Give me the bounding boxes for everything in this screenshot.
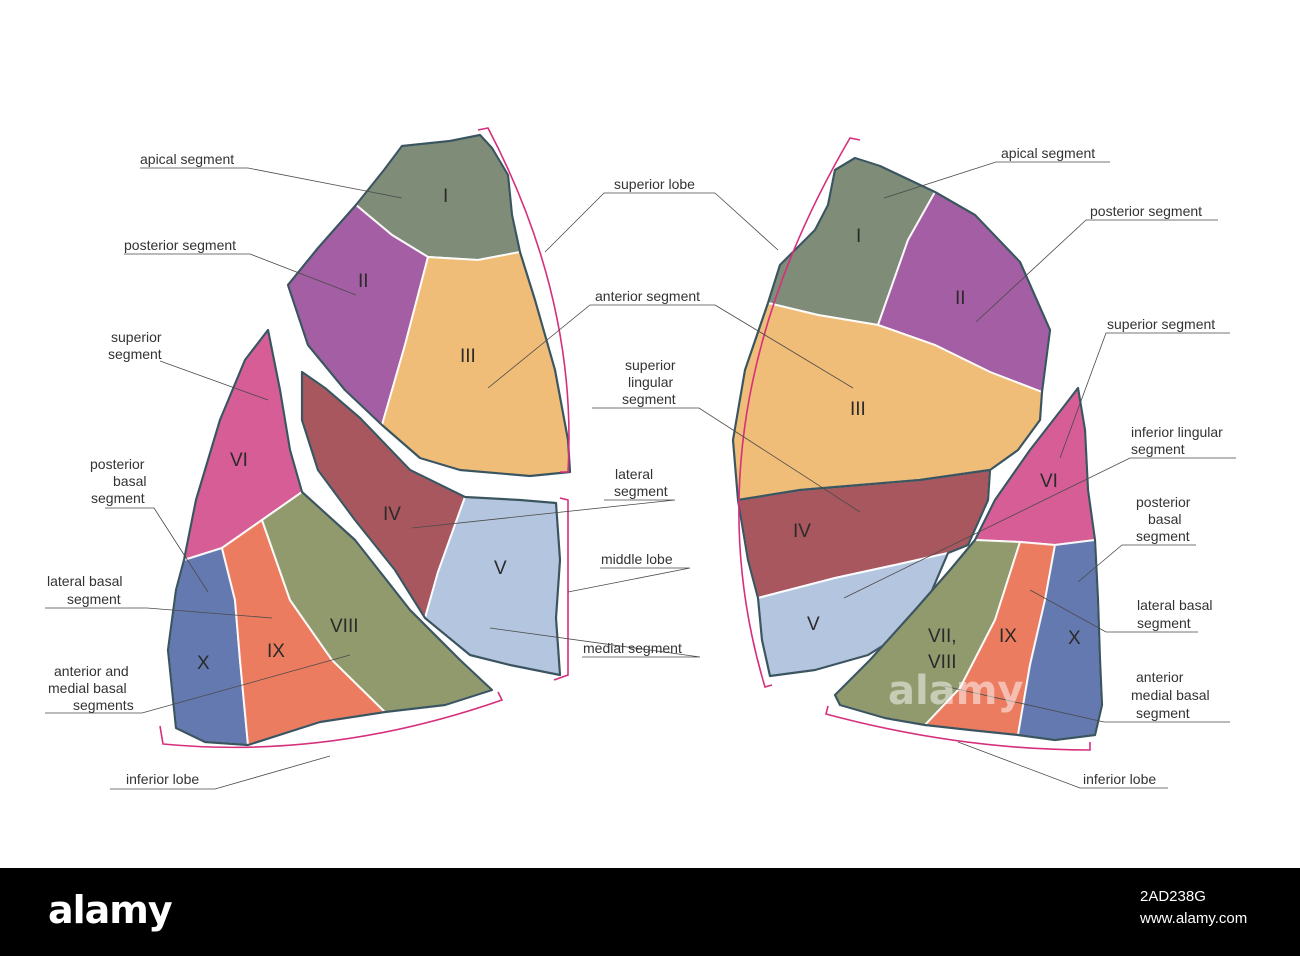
label-superior-segment-left-1: superior bbox=[111, 329, 162, 345]
label-IX-right: IX bbox=[999, 626, 1017, 647]
label-posterior-basal-left-1: posterior bbox=[90, 456, 145, 472]
label-lateral-basal-left-1: lateral basal bbox=[47, 573, 123, 589]
label-IX-left: IX bbox=[267, 641, 285, 662]
label-VI-right: VI bbox=[1040, 471, 1058, 492]
label-inferior-lingular-1: inferior lingular bbox=[1131, 424, 1223, 440]
label-lateral-segment-1: lateral bbox=[615, 466, 653, 482]
bracket-middle-lobe-left bbox=[553, 497, 569, 681]
label-II-right: II bbox=[955, 288, 966, 309]
lung-segments-diagram: I II III IV V VI VIII IX X bbox=[45, 127, 1236, 790]
annotation-labels: apical segment posterior segment superio… bbox=[47, 145, 1223, 787]
label-VII-right: VII, bbox=[928, 626, 957, 647]
label-superior-lingular-2: lingular bbox=[628, 374, 673, 390]
label-III-left: III bbox=[460, 346, 476, 367]
bracket-superior-lobe-right bbox=[738, 137, 861, 688]
label-V-left: V bbox=[494, 558, 507, 579]
label-inferior-lobe-right: inferior lobe bbox=[1083, 771, 1156, 787]
label-I-right: I bbox=[856, 226, 861, 247]
label-ant-med-basal-left-2: medial basal bbox=[48, 680, 127, 696]
label-II-left: II bbox=[358, 271, 369, 292]
label-anterior-segment: anterior segment bbox=[595, 288, 700, 304]
watermark-text: alamy bbox=[888, 668, 1023, 714]
label-posterior-basal-right-3: segment bbox=[1136, 528, 1190, 544]
label-superior-lobe: superior lobe bbox=[614, 176, 695, 192]
label-inferior-lingular-2: segment bbox=[1131, 441, 1185, 457]
label-ant-med-basal-left-1: anterior and bbox=[54, 663, 129, 679]
label-superior-lingular-1: superior bbox=[625, 357, 676, 373]
left-lower-lobe bbox=[166, 327, 494, 747]
label-medial-segment: medial segment bbox=[583, 640, 682, 656]
image-id: 2AD238G bbox=[1140, 888, 1206, 905]
footer-bar: alamy 2AD238G www.alamy.com bbox=[0, 868, 1300, 956]
label-middle-lobe: middle lobe bbox=[601, 551, 673, 567]
label-V-right: V bbox=[807, 614, 820, 635]
bracket-inferior-lobe-right bbox=[825, 705, 1091, 751]
label-I-left: I bbox=[443, 186, 448, 207]
right-lung-view: I II III IV V VI VII, VIII IX X bbox=[731, 137, 1104, 751]
label-posterior-basal-right-1: posterior bbox=[1136, 494, 1191, 510]
label-superior-segment-right: superior segment bbox=[1107, 316, 1215, 332]
label-ant-med-basal-right-3: segment bbox=[1136, 705, 1190, 721]
left-middle-lobe bbox=[300, 370, 562, 677]
label-lateral-basal-right-2: segment bbox=[1137, 615, 1191, 631]
site-url[interactable]: www.alamy.com bbox=[1140, 910, 1248, 927]
label-lateral-basal-left-2: segment bbox=[67, 591, 121, 607]
label-ant-med-basal-right-2: medial basal bbox=[1131, 687, 1210, 703]
label-lateral-basal-right-1: lateral basal bbox=[1137, 597, 1213, 613]
label-ant-med-basal-right-1: anterior bbox=[1136, 669, 1184, 685]
label-superior-lingular-3: segment bbox=[622, 391, 676, 407]
label-inferior-lobe-left: inferior lobe bbox=[126, 771, 199, 787]
label-posterior-segment-right: posterior segment bbox=[1090, 203, 1202, 219]
label-posterior-basal-right-2: basal bbox=[1148, 511, 1181, 527]
left-upper-lobe bbox=[286, 133, 572, 478]
left-lung-view: I II III IV V VI VIII IX X bbox=[159, 127, 572, 749]
leader-lines bbox=[45, 161, 1236, 790]
right-lower-lobe bbox=[833, 385, 1104, 742]
label-IV-left: IV bbox=[383, 504, 401, 525]
label-apical-segment-left: apical segment bbox=[140, 151, 234, 167]
label-III-right: III bbox=[850, 399, 866, 420]
label-posterior-basal-left-2: basal bbox=[113, 473, 146, 489]
label-IV-right: IV bbox=[793, 521, 811, 542]
right-upper-lobe bbox=[731, 156, 1052, 502]
label-posterior-basal-left-3: segment bbox=[91, 490, 145, 506]
label-lateral-segment-2: segment bbox=[614, 483, 668, 499]
bracket-inferior-lobe-left bbox=[159, 691, 504, 749]
label-ant-med-basal-left-3: segments bbox=[73, 697, 134, 713]
label-VIII-right: VIII bbox=[928, 652, 957, 673]
label-VIII-left: VIII bbox=[330, 616, 359, 637]
brand-logo[interactable]: alamy bbox=[48, 888, 173, 932]
label-superior-segment-left-2: segment bbox=[108, 346, 162, 362]
label-X-left: X bbox=[197, 653, 210, 674]
label-posterior-segment-left: posterior segment bbox=[124, 237, 236, 253]
label-VI-left: VI bbox=[230, 450, 248, 471]
label-X-right: X bbox=[1068, 628, 1081, 649]
bracket-superior-lobe-left bbox=[477, 127, 570, 473]
label-apical-segment-right: apical segment bbox=[1001, 145, 1095, 161]
